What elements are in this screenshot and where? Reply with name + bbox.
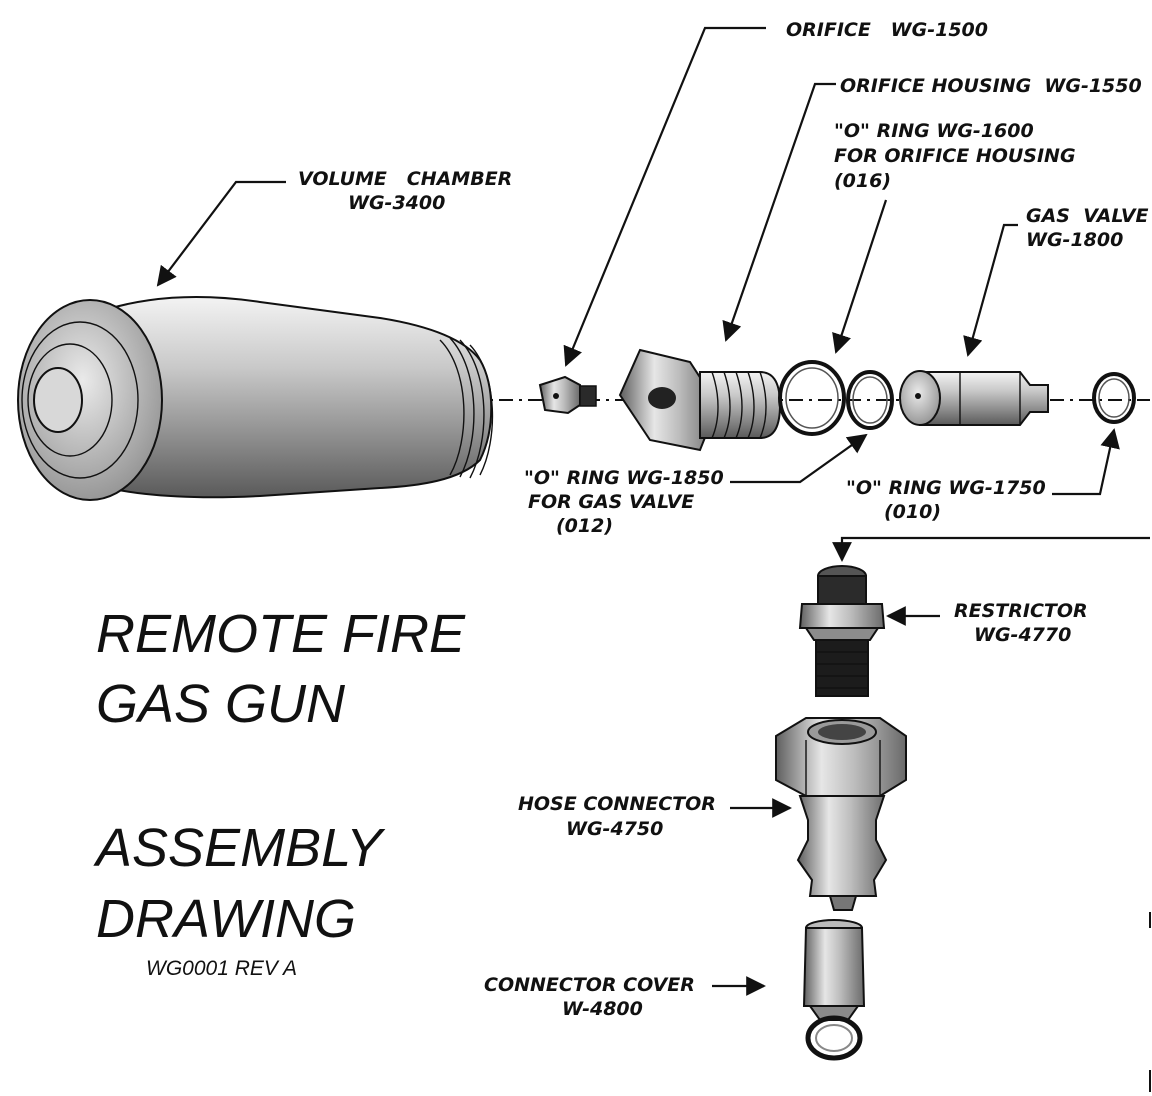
label-oring-1850-l3: (012) [556, 515, 613, 537]
leader-oring-1600 [832, 199, 888, 354]
label-hose-connector-l2: WG-4750 [566, 818, 663, 840]
leader-oring-1750 [1052, 428, 1120, 496]
orifice-part [538, 375, 597, 415]
label-restrictor-l2: WG-4770 [974, 624, 1071, 646]
label-gas-valve-l1: GAS VALVE [1026, 205, 1149, 227]
label-oring-1750-l2: (010) [884, 501, 941, 523]
title-line-4: DRAWING [96, 889, 356, 949]
label-oring-1600-l1: "O" RING WG-1600 [834, 120, 1034, 142]
label-oring-1850-l2: FOR GAS VALVE [528, 491, 694, 513]
label-orifice-housing: ORIFICE HOUSING WG-1550 [840, 75, 1142, 97]
oring-1600-part [778, 360, 846, 436]
label-hose-connector-l1: HOSE CONNECTOR [518, 793, 716, 815]
restrictor-part [798, 565, 886, 697]
label-volume-chamber-l2: WG-3400 [348, 192, 445, 214]
leader-orifice [563, 26, 766, 367]
label-restrictor-l1: RESTRICTOR [954, 600, 1088, 622]
leader-volume-chamber [156, 180, 286, 287]
title-line-2: GAS GUN [96, 674, 346, 734]
oring-1750-part [1092, 372, 1136, 424]
leader-restrictor [832, 536, 1150, 562]
label-connector-cover-l1: CONNECTOR COVER [484, 974, 695, 996]
doc-number: WG0001 REV A [146, 957, 297, 980]
label-oring-1600-l3: (016) [834, 170, 891, 192]
label-oring-1750-l1: "O" RING WG-1750 [846, 477, 1046, 499]
title-line-1: REMOTE FIRE [96, 604, 466, 664]
title-line-3: ASSEMBLY [93, 818, 386, 878]
oring-1850-part [846, 370, 894, 430]
leader-oring-1850 [730, 433, 868, 484]
hose-connector-part [775, 717, 907, 911]
label-volume-chamber-l1: VOLUME CHAMBER [298, 168, 512, 190]
gas-valve-part [899, 370, 1049, 426]
volume-chamber-part [17, 296, 494, 501]
leader-orifice-housing [722, 82, 836, 342]
label-orifice: ORIFICE WG-1500 [786, 19, 988, 41]
label-oring-1600-l2: FOR ORIFICE HOUSING [834, 145, 1076, 167]
leader-gas-valve [963, 223, 1018, 357]
connector-cover-part [802, 919, 866, 1061]
label-connector-cover-l2: W-4800 [562, 998, 643, 1020]
label-oring-1850-l1: "O" RING WG-1850 [524, 467, 724, 489]
label-gas-valve-l2: WG-1800 [1026, 229, 1123, 251]
orifice-housing-part [618, 348, 782, 452]
